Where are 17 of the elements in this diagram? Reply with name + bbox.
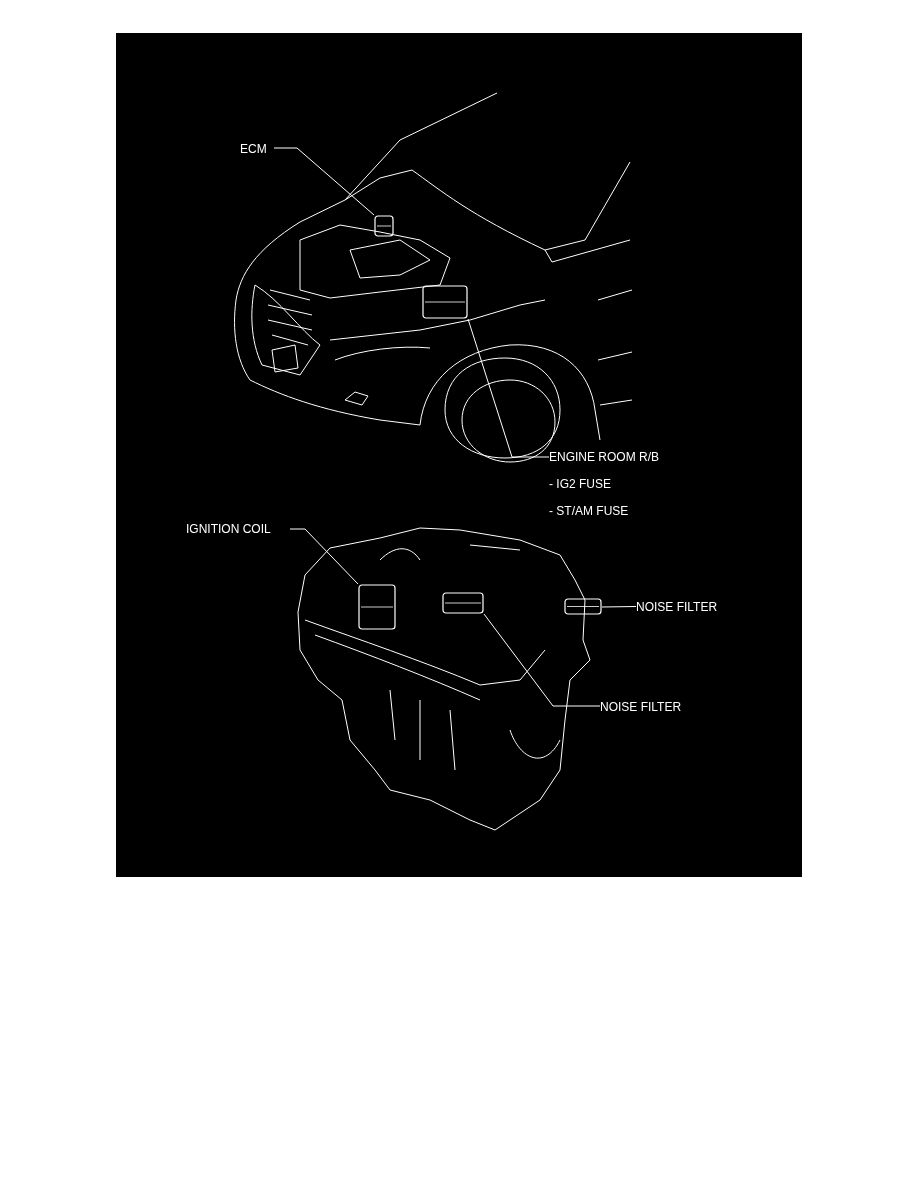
leader-line <box>273 147 375 216</box>
part-label: NOISE FILTER <box>636 599 732 615</box>
ignition-coil <box>358 584 396 630</box>
part-label: NOISE FILTER <box>600 699 696 715</box>
noise-filter <box>564 598 602 615</box>
fuse-label: - IG2 FUSE <box>549 476 612 492</box>
ecm-unit <box>374 215 394 237</box>
fuse-label: - ST/AM FUSE <box>549 503 630 519</box>
part-label: ECM <box>240 141 274 157</box>
part-label: IGNITION COIL <box>186 521 290 537</box>
leader-line <box>467 318 550 458</box>
noise-filter <box>442 592 484 614</box>
leader-line <box>483 613 601 707</box>
part-label: ENGINE ROOM R/B <box>549 449 660 465</box>
relay-box <box>422 285 468 319</box>
leader-line <box>289 528 359 585</box>
leader-line <box>601 606 637 608</box>
